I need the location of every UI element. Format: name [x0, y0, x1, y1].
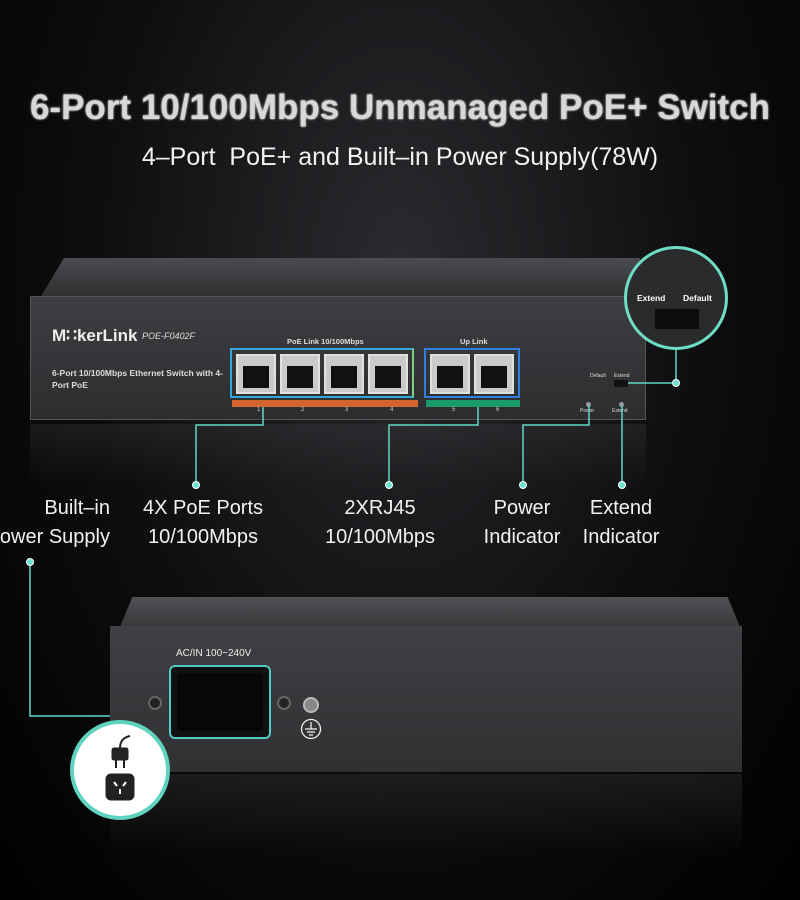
- port-number: 6: [496, 407, 500, 413]
- ethernet-port-4[interactable]: [368, 354, 408, 394]
- port-number: 4: [390, 407, 394, 413]
- brand-logo: M∷kerLink: [52, 326, 138, 345]
- label-rj45: 2XRJ45 10/100Mbps: [305, 494, 455, 552]
- power-led: [586, 402, 591, 407]
- port-number: 3: [345, 407, 349, 413]
- callout-switch: [655, 309, 699, 329]
- mode-switch[interactable]: [614, 380, 628, 387]
- callout-extend-label: Extend: [637, 293, 666, 303]
- callout-dot: [618, 481, 626, 489]
- model-number: POE-F0402F: [142, 331, 196, 341]
- power-plug-callout: [70, 720, 170, 820]
- ac-power-socket[interactable]: [169, 665, 271, 739]
- switch-reflection: [30, 424, 646, 484]
- label-line: Power: [493, 497, 551, 519]
- callout-dot: [385, 481, 393, 489]
- callout-dot: [672, 379, 680, 387]
- label-power-supply: Built–in Power Supply: [0, 494, 110, 552]
- label-line: 10/100Mbps: [147, 526, 259, 548]
- label-line: Power Supply: [0, 526, 110, 548]
- switch-top-face: [40, 258, 640, 298]
- label-line: 10/100Mbps: [324, 526, 436, 548]
- label-line: Indicator: [483, 526, 561, 548]
- switch-label-default: Default: [590, 373, 606, 379]
- label-line: Built–in: [44, 497, 110, 519]
- label-power-indicator: Power Indicator: [470, 494, 574, 552]
- switch-callout-line: [628, 350, 677, 384]
- ethernet-port-2[interactable]: [280, 354, 320, 394]
- callout-dot: [519, 481, 527, 489]
- poe-color-bar: [232, 400, 418, 407]
- uplink-color-bar: [426, 400, 520, 407]
- label-line: 2XRJ45: [344, 497, 416, 519]
- poe-group-label: PoE Link 10/100Mbps: [287, 337, 364, 346]
- power-line: [522, 405, 590, 485]
- led-label-power: Power: [580, 408, 595, 414]
- poe-port-group: [230, 348, 414, 398]
- rear-top-face: [120, 597, 740, 627]
- callout-dot: [192, 481, 200, 489]
- page-title: 6-Port 10/100Mbps Unmanaged PoE+ Switch: [29, 88, 771, 127]
- screw-icon: [148, 696, 162, 710]
- page-subtitle: 4–Port PoE+ and Built–in Power Supply(78…: [141, 143, 659, 171]
- screw-icon: [277, 696, 291, 710]
- uplink-port-group: [424, 348, 520, 398]
- rear-reflection: [110, 774, 742, 854]
- ground-screw: [303, 697, 319, 713]
- ethernet-port-1[interactable]: [236, 354, 276, 394]
- uplink-group-label: Up Link: [460, 337, 488, 346]
- poe-ports-line: [195, 407, 264, 485]
- label-extend-indicator: Extend Indicator: [572, 494, 670, 552]
- switch-label-extend: Extend: [614, 373, 630, 379]
- ethernet-port-3[interactable]: [324, 354, 364, 394]
- rj45-line: [388, 407, 479, 485]
- switch-description: 6-Port 10/100Mbps Ethernet Switch with 4…: [52, 368, 223, 390]
- label-poe-ports: 4X PoE Ports 10/100Mbps: [128, 494, 278, 552]
- label-line: 4X PoE Ports: [142, 497, 264, 519]
- ac-input-label: AC/IN 100~240V: [176, 648, 252, 659]
- ethernet-port-5[interactable]: [430, 354, 470, 394]
- led-label-extend: Extend: [612, 408, 628, 414]
- port-number: 5: [452, 407, 456, 413]
- callout-default-label: Default: [683, 293, 712, 303]
- port-number: 1: [257, 407, 261, 413]
- ethernet-port-6[interactable]: [474, 354, 514, 394]
- extend-led: [619, 402, 624, 407]
- callout-dot: [26, 558, 34, 566]
- plug-icon: [105, 735, 135, 801]
- switch-zoom-callout: Extend Default: [624, 246, 728, 350]
- ground-icon: [300, 718, 322, 740]
- label-line: Extend: [589, 497, 653, 519]
- port-number: 2: [301, 407, 305, 413]
- label-line: Indicator: [582, 526, 660, 548]
